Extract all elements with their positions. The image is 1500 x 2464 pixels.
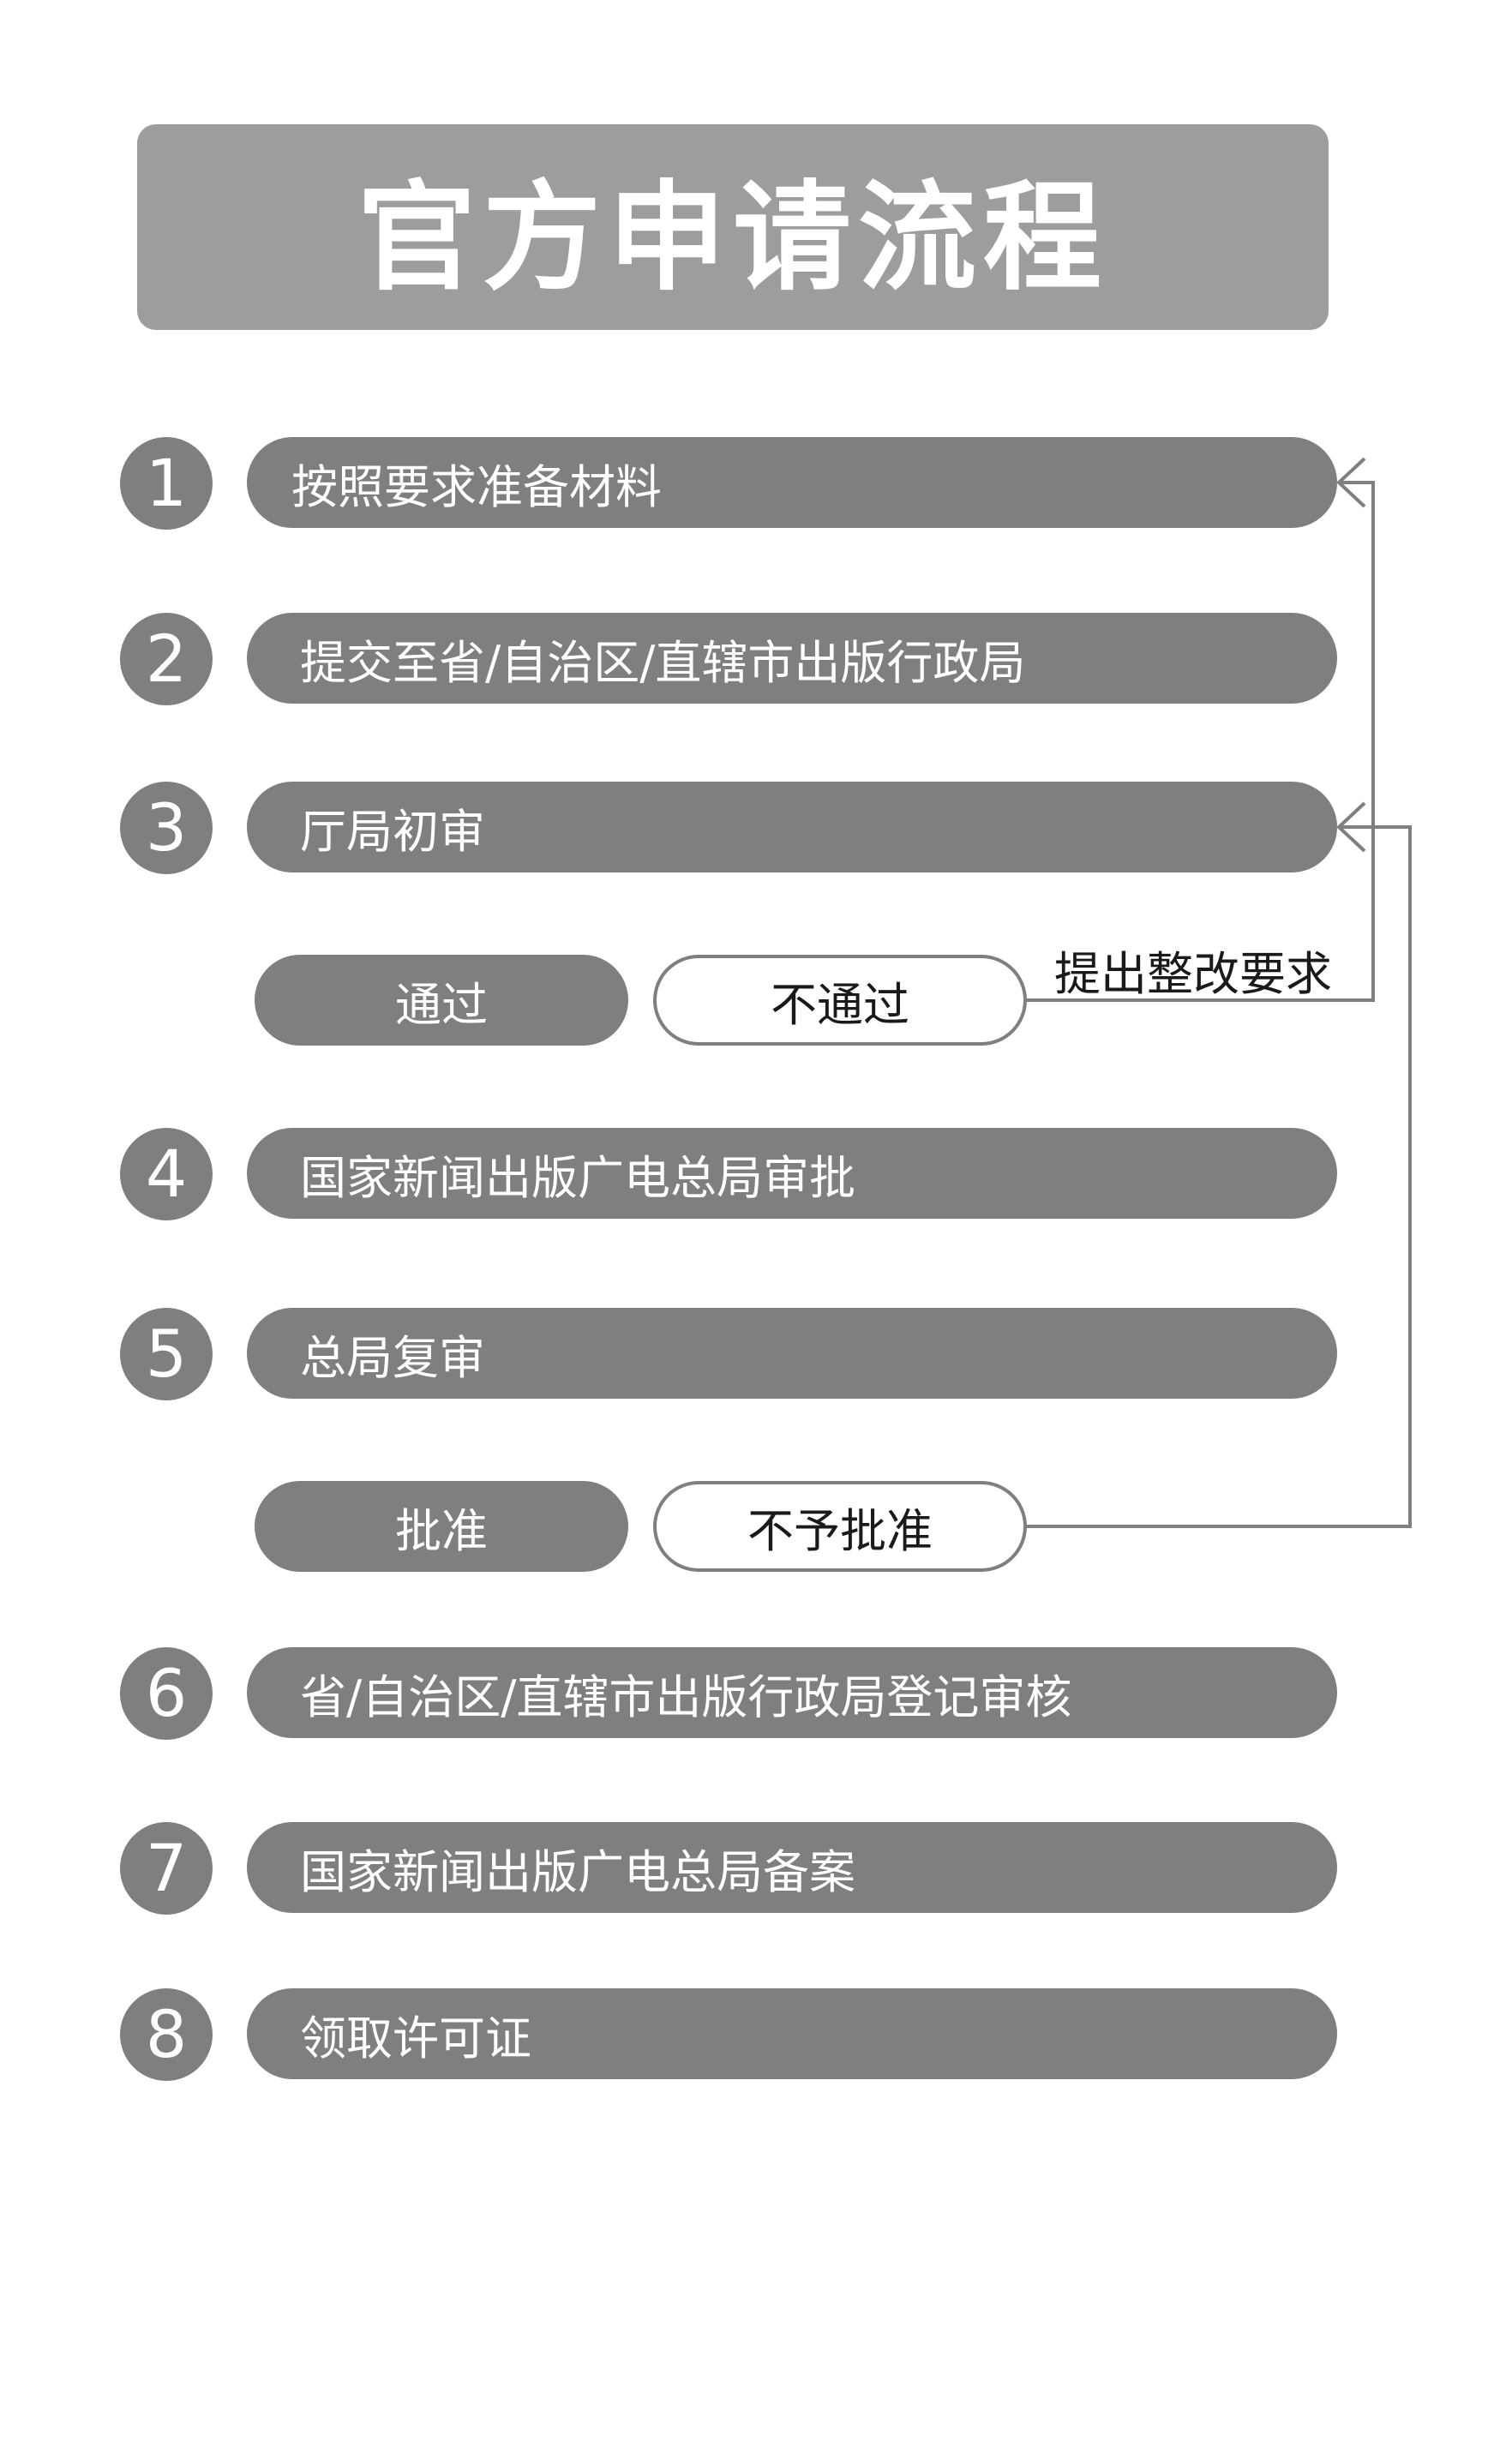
fail-pill: 不通过 <box>653 955 1027 1046</box>
step-2-box: 提交至省/自治区/直辖市出版行政局 <box>247 613 1337 704</box>
step-2-label: 提交至省/自治区/直辖市出版行政局 <box>300 635 1026 690</box>
step-3-box: 厅局初审 <box>247 782 1337 872</box>
arrowhead-step-1 <box>1336 457 1366 508</box>
step-7-label: 国家新闻出版广电总局备案 <box>300 1844 855 1899</box>
step-4-label: 国家新闻出版广电总局审批 <box>300 1150 855 1205</box>
step-5-box: 总局复审 <box>247 1308 1337 1399</box>
step-number-3: 3 <box>120 782 213 874</box>
approve-pill: 批准 <box>255 1481 628 1572</box>
step-number-8: 8 <box>120 1988 213 2081</box>
step-1-box: 按照要求准备材料 <box>247 437 1337 528</box>
loop-reject-to-step-3 <box>1027 825 1412 1528</box>
step-4-box: 国家新闻出版广电总局审批 <box>247 1128 1337 1219</box>
step-number-6: 6 <box>120 1647 213 1740</box>
loop-fail-to-step-1 <box>1027 481 1375 1002</box>
step-8-label: 领取许可证 <box>300 2011 531 2065</box>
step-number-1: 1 <box>120 437 213 530</box>
step-5-label: 总局复审 <box>300 1330 485 1385</box>
step-number-7: 7 <box>120 1822 213 1915</box>
reject-pill: 不予批准 <box>653 1481 1027 1572</box>
step-1-label: 按照要求准备材料 <box>291 459 662 514</box>
step-3-label: 厅局初审 <box>300 804 485 859</box>
page-title: 官方申请流程 <box>357 169 1108 307</box>
step-6-label: 省/自治区/直辖市出版行政局登记审核 <box>300 1670 1072 1724</box>
title-banner: 官方申请流程 <box>137 124 1329 330</box>
rectify-request-label: 提出整改要求 <box>1054 947 1332 1001</box>
step-number-2: 2 <box>120 613 213 705</box>
step-8-box: 领取许可证 <box>247 1988 1337 2079</box>
arrowhead-step-3 <box>1336 801 1366 853</box>
step-7-box: 国家新闻出版广电总局备案 <box>247 1822 1337 1913</box>
step-6-box: 省/自治区/直辖市出版行政局登记审核 <box>247 1647 1337 1738</box>
step-number-4: 4 <box>120 1128 213 1220</box>
step-number-5: 5 <box>120 1308 213 1400</box>
pass-pill: 通过 <box>255 955 628 1046</box>
